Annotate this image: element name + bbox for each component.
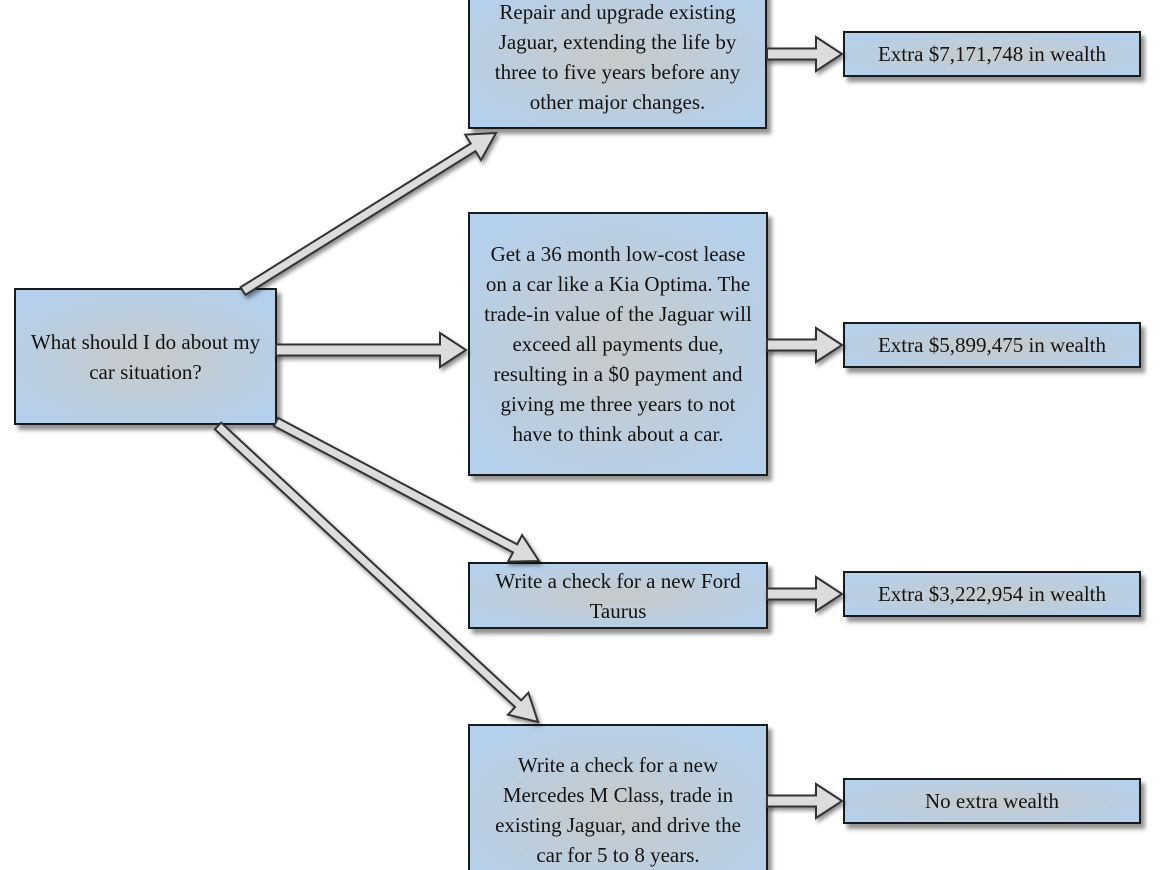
arrow-option-4-to-outcome-4 [766, 782, 844, 820]
root-question-node: What should I do about my car situation? [14, 288, 277, 425]
arrow-root-to-option-2 [275, 331, 468, 369]
outcome-node-1: Extra $7,171,748 in wealth [843, 31, 1141, 77]
outcome-text-1: Extra $7,171,748 in wealth [877, 42, 1107, 66]
option-node-repair-jaguar: Repair and upgrade existing Jaguar, exte… [468, 0, 767, 129]
arrow-option-1-to-outcome-1 [766, 35, 844, 73]
outcome-text-4: No extra wealth [924, 789, 1060, 813]
outcome-text-3: Extra $3,222,954 in wealth [877, 582, 1107, 606]
arrow-root-to-option-1 [239, 131, 498, 297]
arrow-option-3-to-outcome-3 [766, 575, 844, 613]
option-node-ford-taurus: Write a check for a new Ford Taurus [468, 562, 768, 629]
option-text-kia-lease: Get a 36 month low-cost lease on a car l… [484, 242, 752, 446]
option-node-kia-lease: Get a 36 month low-cost lease on a car l… [468, 212, 768, 476]
root-question-text: What should I do about my car situation? [30, 329, 261, 384]
outcome-node-3: Extra $3,222,954 in wealth [843, 571, 1141, 617]
outcome-text-2: Extra $5,899,475 in wealth [877, 333, 1107, 357]
outcome-node-2: Extra $5,899,475 in wealth [843, 322, 1141, 368]
arrow-option-2-to-outcome-2 [766, 326, 844, 364]
option-text-mercedes: Write a check for a new Mercedes M Class… [495, 753, 741, 867]
outcome-node-4: No extra wealth [843, 778, 1141, 824]
option-text-repair-jaguar: Repair and upgrade existing Jaguar, exte… [494, 0, 741, 114]
option-text-ford-taurus: Write a check for a new Ford Taurus [495, 568, 741, 623]
option-node-mercedes: Write a check for a new Mercedes M Class… [468, 724, 768, 870]
